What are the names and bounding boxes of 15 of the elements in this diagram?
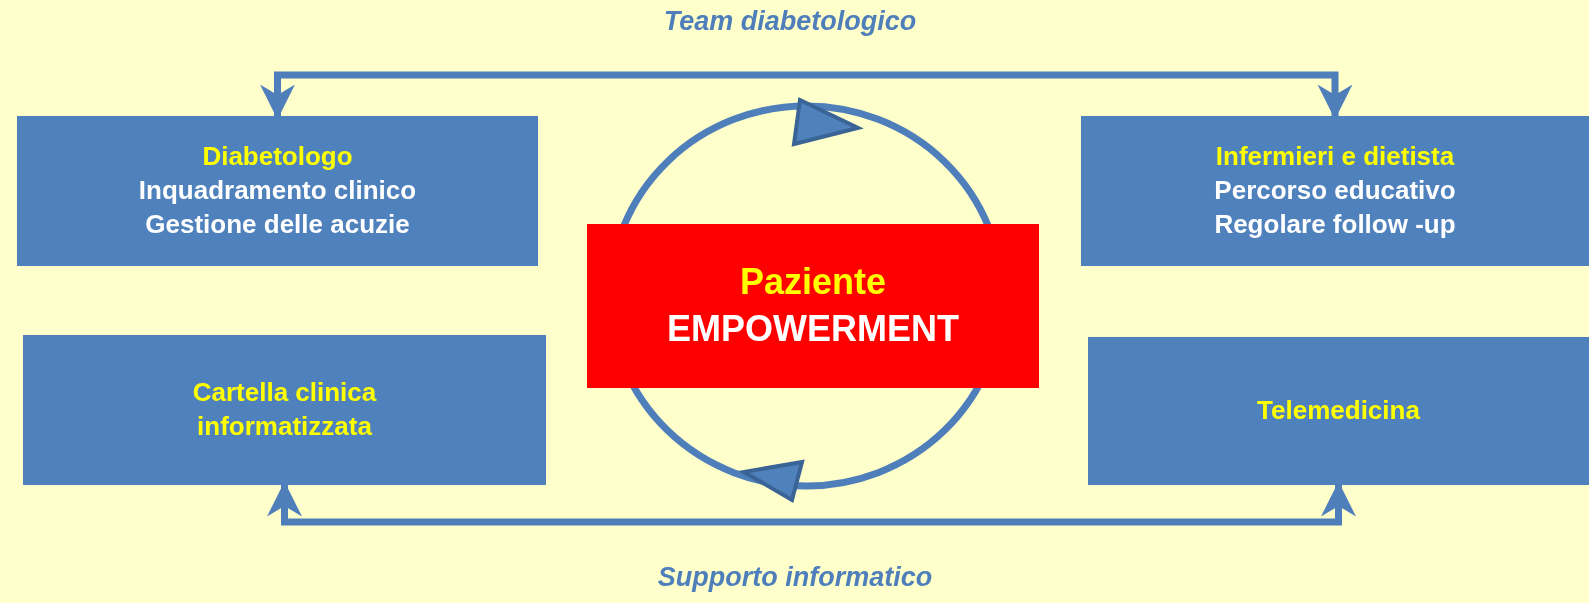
box-heading: Infermieri e dietista [1215,140,1455,174]
box-text: EMPOWERMENT [667,307,959,351]
box-text: Inquadramento clinico [138,174,417,208]
box-text: Gestione delle acuzie [145,207,410,241]
info-box [1081,116,1589,266]
box-text: Regolare follow -up [1214,207,1456,241]
center-box [587,224,1039,388]
info-box [17,116,538,266]
box-heading: Cartella clinica informatizzata [191,376,378,443]
info-box [1088,337,1589,485]
box-text: Percorso educativo [1214,174,1456,208]
box-heading: Paziente [739,260,887,305]
box-heading: Diabetologo [202,140,353,174]
info-box [23,335,546,485]
box-heading: Telemedicina [1257,394,1420,428]
